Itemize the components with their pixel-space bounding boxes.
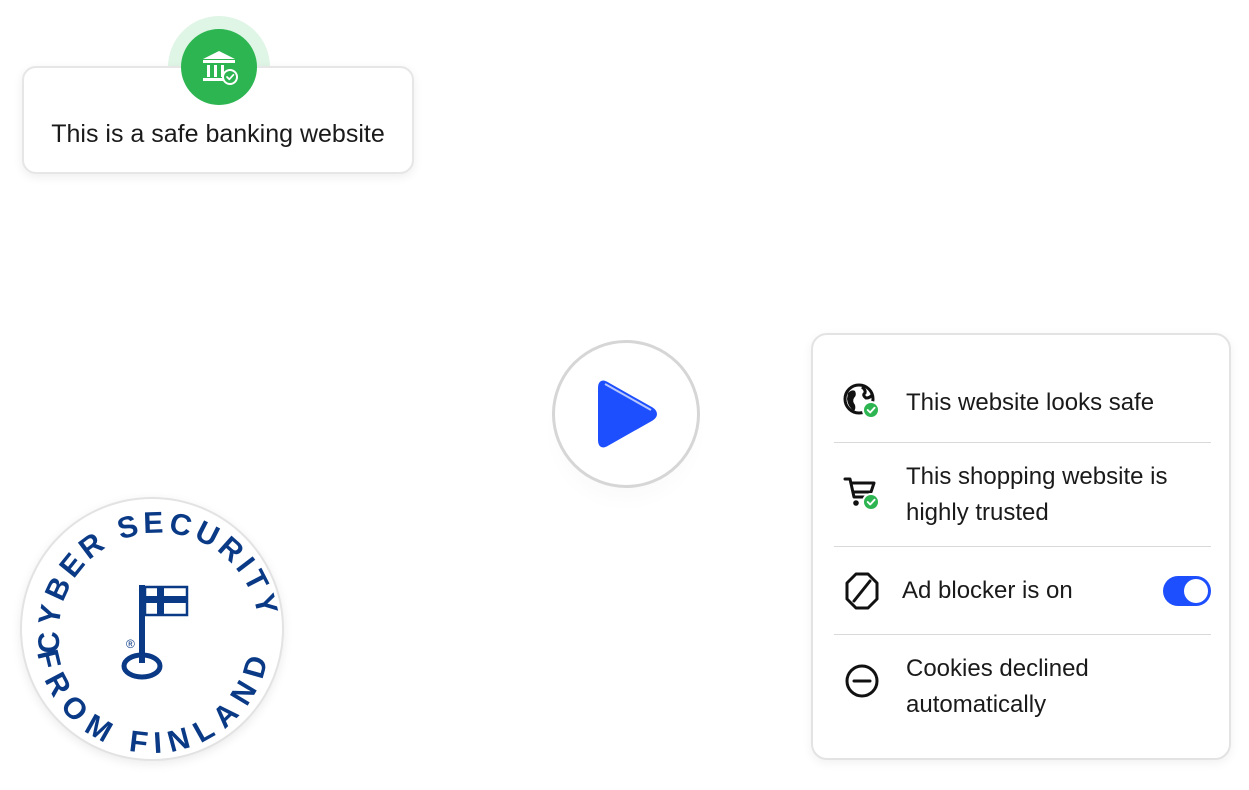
status-row-ad-blocker: Ad blocker is on bbox=[834, 547, 1211, 635]
status-label-shopping-trusted: This shopping website is highly trusted bbox=[906, 463, 1168, 526]
toggle-knob bbox=[1184, 578, 1208, 603]
minus-circle-icon bbox=[845, 664, 879, 698]
status-row-shopping-trusted: This shopping website is highly trusted bbox=[834, 443, 1211, 547]
play-icon bbox=[598, 380, 657, 448]
registered-mark: ® bbox=[126, 637, 135, 651]
bank-check-icon bbox=[181, 29, 257, 105]
cyber-security-finland-badge: CYBER SECURITY FROM FINLAND ® bbox=[20, 497, 284, 761]
badge-top-text: CYBER SECURITY bbox=[32, 506, 282, 654]
play-button[interactable] bbox=[552, 340, 700, 488]
ad-blocker-toggle[interactable] bbox=[1163, 575, 1211, 606]
cart-check-icon bbox=[843, 477, 880, 511]
badge-bottom-text: FROM FINLAND bbox=[30, 646, 276, 759]
status-label-cookies: Cookies declined automatically bbox=[906, 655, 1089, 718]
finnish-flag-key-icon bbox=[121, 585, 189, 680]
status-label-website-safe: This website looks safe bbox=[906, 389, 1155, 416]
status-row-website-safe: This website looks safe bbox=[834, 363, 1211, 443]
status-label-ad-blocker: Ad blocker is on bbox=[902, 577, 1073, 604]
no-ads-icon bbox=[845, 572, 879, 610]
status-row-cookies: Cookies declined automatically bbox=[834, 635, 1211, 739]
protection-status-panel: This website looks safe This shopping we… bbox=[811, 333, 1231, 760]
globe-check-icon bbox=[843, 383, 880, 419]
safe-banking-text: This is a safe banking website bbox=[51, 120, 385, 148]
